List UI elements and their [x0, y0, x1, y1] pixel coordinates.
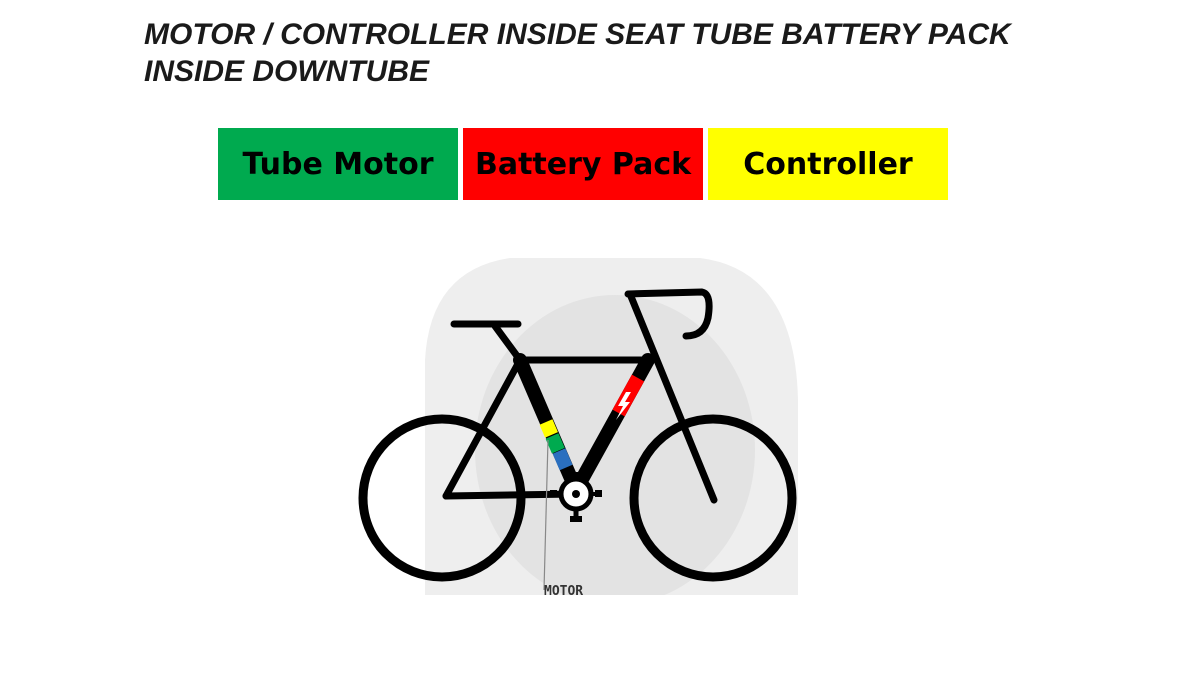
battery-bolt-icon	[616, 392, 631, 420]
crankset	[550, 472, 602, 522]
title-line-2: INSIDE DOWNTUBE	[144, 55, 429, 88]
slide-title: MOTOR / CONTROLLER INSIDE SEAT TUBE BATT…	[144, 16, 1104, 90]
legend-tube-motor: Tube Motor	[218, 128, 458, 200]
seat-post	[491, 322, 524, 364]
seat-stay	[442, 356, 524, 500]
title-line-1: MOTOR / CONTROLLER INSIDE SEAT TUBE BATT…	[144, 18, 1011, 51]
motor-caption: MOTOR	[544, 584, 583, 595]
diagram-backdrop-inner	[475, 295, 755, 595]
fork	[626, 290, 718, 504]
legend-battery-pack: Battery Pack	[463, 128, 703, 200]
tube-motor-segment	[545, 433, 565, 454]
extra-segment	[552, 448, 573, 471]
ebike-diagram: MOTOR	[358, 258, 798, 595]
front-wheel	[629, 414, 797, 582]
controller-segment	[539, 419, 558, 438]
handlebar	[624, 288, 713, 340]
motor-callout-line	[543, 439, 549, 591]
legend-controller: Controller	[708, 128, 948, 200]
